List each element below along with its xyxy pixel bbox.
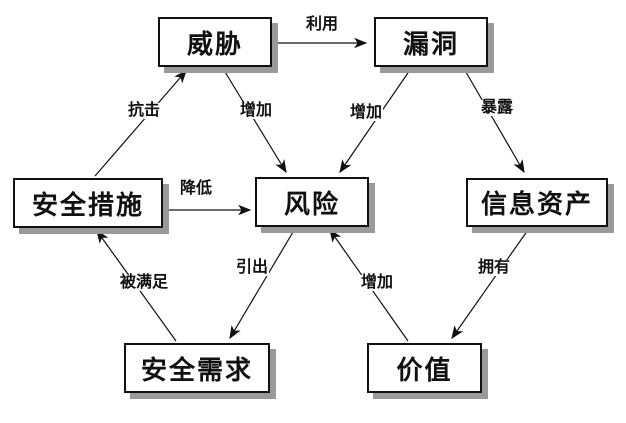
- node-risk: 风险: [255, 177, 369, 227]
- edge-label-exploit: 利用: [304, 16, 340, 33]
- edge-label-increase-value-risk: 增加: [359, 274, 395, 291]
- node-vulnerability: 漏洞: [374, 17, 488, 67]
- edge-label-expose: 暴露: [479, 99, 515, 116]
- edge-lead-to-arrow: [229, 226, 297, 340]
- node-security-requirements: 安全需求: [124, 343, 270, 393]
- edge-own-arrow: [451, 226, 531, 340]
- edge-label-resist: 抗击: [126, 102, 162, 119]
- edge-label-satisfy: 被满足: [118, 274, 170, 291]
- node-vulnerability-label: 漏洞: [402, 28, 459, 59]
- node-value: 价值: [367, 343, 482, 393]
- edge-label-increase-threat-risk: 增加: [238, 102, 274, 119]
- node-risk-label: 风险: [283, 188, 340, 219]
- node-security-requirements-label: 安全需求: [140, 354, 253, 385]
- node-threat-label: 威胁: [186, 28, 243, 59]
- node-security-measures: 安全措施: [13, 178, 163, 228]
- node-information-assets: 信息资产: [466, 178, 608, 227]
- edge-resist-arrow: [94, 70, 187, 177]
- edge-label-reduce: 降低: [178, 180, 214, 197]
- edge-increase-threat-risk-arrow: [221, 66, 287, 174]
- edge-label-increase-vuln-risk: 增加: [348, 104, 384, 121]
- edge-label-lead-to: 引出: [234, 259, 270, 276]
- edge-expose-arrow: [462, 66, 525, 174]
- node-threat: 威胁: [158, 17, 272, 67]
- edge-label-own: 拥有: [476, 259, 512, 276]
- node-security-measures-label: 安全措施: [31, 189, 144, 220]
- node-information-assets-label: 信息资产: [480, 189, 593, 219]
- node-value-label: 价值: [396, 354, 453, 385]
